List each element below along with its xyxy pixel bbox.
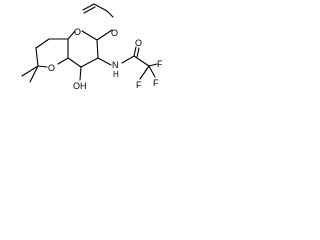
- ring-bond-c5-o: [67, 30, 76, 40]
- dioxane-bond-o4-c4: [57, 57, 69, 65]
- structure-diagram: O O O OH N H O F F F: [0, 0, 163, 117]
- molecule-svg: O O O OH N H O F F F: [21, 3, 163, 91]
- hydrogen-label: H: [113, 70, 119, 79]
- ring-bond-c3-c4: [67, 57, 82, 68]
- fluorine-label-1: F: [157, 59, 163, 69]
- fluorine-label-2: F: [136, 80, 142, 90]
- methyl-bond-1: [21, 65, 39, 77]
- dioxane-bond-c6-o: [35, 38, 50, 49]
- bond-lines: [21, 3, 158, 83]
- ring-oxygen-label: O: [74, 27, 81, 37]
- ring-bond-c1-c2: [96, 39, 99, 59]
- carbonyl-double-bond-2: [136, 47, 140, 58]
- ring-bond-o-c1: [81, 30, 98, 41]
- ring-bond-c2-c3: [80, 57, 99, 68]
- hydroxyl-label: OH: [73, 81, 87, 91]
- anomeric-o-bond: [96, 29, 113, 41]
- carbonyl-oxygen-label: O: [135, 38, 142, 48]
- dioxane-bond-o-c: [35, 47, 39, 67]
- carbonyl-cf3-bond: [133, 55, 150, 67]
- cf-bond-3: [148, 63, 158, 67]
- allyl-o-bond: [106, 10, 114, 18]
- allyl-bond: [93, 3, 108, 12]
- methyl-bond-2: [29, 65, 39, 83]
- dioxane-bond-c-o4: [37, 65, 48, 68]
- atom-labels: O O O OH N H O F F F: [48, 27, 163, 91]
- allyl-double-bond-1: [82, 3, 95, 11]
- allyl-double-bond-2: [83, 6, 96, 14]
- glycosidic-oxygen-label: O: [111, 28, 118, 38]
- acetal-oxygen-label: O: [48, 63, 55, 73]
- nitrogen-label: N: [112, 60, 119, 70]
- fluorine-label-3: F: [153, 78, 159, 88]
- n-carbonyl-bond: [121, 55, 135, 64]
- cf-bond-2: [139, 65, 150, 80]
- oh-bond: [79, 66, 82, 81]
- cf-bond-1: [148, 65, 156, 78]
- carbonyl-double-bond-1: [133, 46, 137, 57]
- nh-bond: [97, 57, 112, 66]
